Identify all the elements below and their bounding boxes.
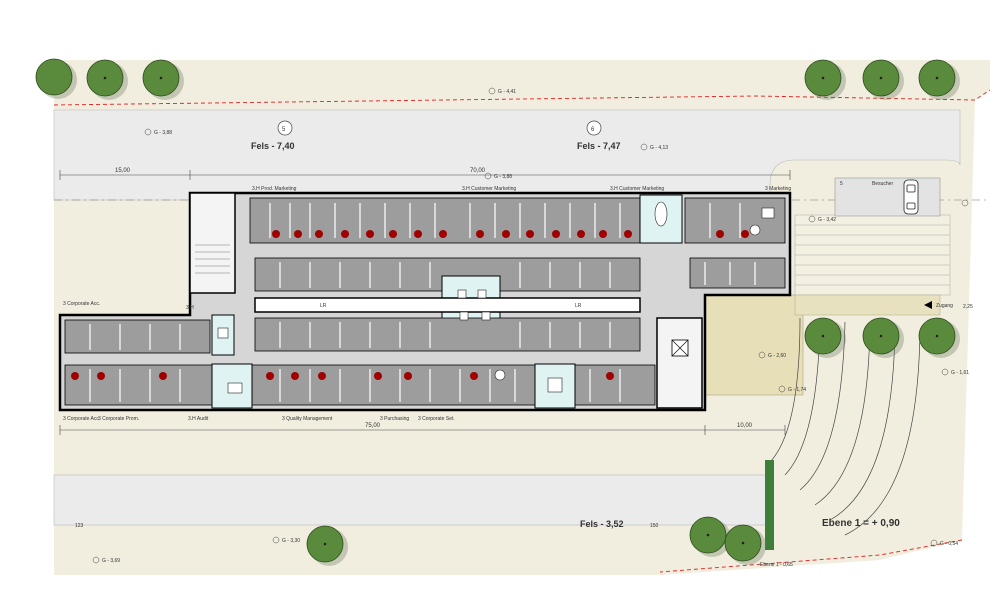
tree-icon: [804, 317, 846, 358]
dept-label-side: 3 H: [186, 305, 194, 311]
dept-label-top: 3 Marketing: [765, 186, 791, 192]
elev-right-entry: 2,25: [963, 304, 973, 310]
elev-right-mid: G - 3,42: [818, 217, 836, 223]
section-marker-5-label: 5: [282, 127, 286, 133]
terrace: [697, 294, 804, 396]
elev-top-center: G - 4,41: [498, 89, 516, 95]
elev-bottom-num-left: 123: [75, 523, 84, 529]
car-icon: [903, 179, 919, 215]
dim-bottom-right: 10,00: [737, 423, 753, 429]
tree-icon: [724, 524, 766, 565]
elev-bottom-left: G - 3,69: [102, 558, 120, 564]
tree-icon: [306, 525, 348, 566]
elev-top-left: G - 3,88: [154, 130, 172, 136]
terrain-contours: [769, 317, 921, 536]
elev-right-a: G - 2,60: [768, 353, 786, 359]
elev-right-top: G - 4,13: [650, 145, 668, 151]
tree-icon: [862, 59, 904, 100]
tree-icon: [35, 58, 77, 99]
section-marker-6-label: 6: [591, 127, 595, 133]
visitor-parking: [834, 177, 941, 217]
elev-mid-center: G - 3,88: [494, 174, 512, 180]
entrance-stairs: [794, 214, 951, 296]
corridor-label: LR: [575, 303, 582, 309]
dim-top-total: 70,00: [470, 168, 486, 174]
tree-icon: [862, 317, 904, 358]
elev-right-b: G - 1,74: [788, 387, 806, 393]
corridor-label: LR: [320, 303, 327, 309]
dept-label-top: 3.H Prod. Marketing: [252, 186, 297, 192]
chairs-top: [272, 230, 749, 238]
dept-label-bottom: 3.H Audit: [188, 416, 209, 422]
left-edge-white: [0, 0, 54, 610]
tree-icon: [86, 59, 128, 100]
elev-right-c: G - 1,61: [951, 370, 969, 376]
office-row-top-right: [684, 197, 786, 244]
elev-bottom-num-right: 150: [650, 523, 659, 529]
elevation-markers: [92, 87, 969, 564]
dept-label-bottom: 3 Corporate Prom.: [98, 416, 139, 422]
stair-core-left: [189, 192, 236, 294]
dept-label-bottom: 3 Quality Management: [282, 416, 333, 422]
light-corridor: [254, 297, 641, 313]
dim-top-left: 15,00: [115, 168, 131, 174]
trees: [35, 58, 960, 566]
office-row-mid-top-right: [689, 257, 786, 289]
fels-label-bottom: Fels - 3,52: [580, 519, 624, 529]
building: LR LR 3.H Prod. Marketing 3.H Customer M…: [58, 186, 791, 422]
fels-label-left: Fels - 7,40: [251, 141, 295, 151]
chairs-bottom: [71, 372, 614, 380]
section-marker-6: [586, 120, 602, 136]
property-line: [53, 89, 990, 573]
elev-bottom-mid: G - 3,30: [282, 538, 300, 544]
section-marker-5: [277, 120, 293, 136]
parking-number: 5: [840, 181, 843, 187]
hedge: [765, 460, 774, 550]
dept-label-bottom: 3 Corporate Set.: [418, 416, 455, 422]
tree-icon: [804, 59, 846, 100]
lower-road: [53, 474, 770, 526]
office-row-left-top: [64, 319, 211, 354]
dim-bottom-total: 75,00: [365, 423, 381, 429]
fels-label-right: Fels - 7,47: [577, 141, 621, 151]
dimension-lines: [59, 170, 791, 435]
bottom-small-label: Ebene 1 - 0,65: [760, 562, 793, 568]
elev-bottom-right: G - 0,54: [940, 541, 958, 547]
entry-path: [794, 294, 941, 316]
tree-icon: [142, 59, 184, 100]
parking-label: Besucher: [872, 181, 893, 187]
desk-partitions: [89, 203, 756, 402]
dept-label-left: 3 Corporate Acc.: [63, 301, 100, 307]
dept-label-bottom: 3 Purchasing: [380, 416, 409, 422]
level-label: Ebene 1 = + 0,90: [822, 518, 900, 529]
entrance-label: Zugang: [936, 303, 953, 309]
tree-icon: [918, 317, 960, 358]
office-row-mid-bottom: [254, 317, 641, 352]
dept-label-top: 3.H Customer Marketing: [462, 186, 516, 192]
dept-label-top: 3.H Customer Marketing: [610, 186, 664, 192]
tree-icon: [689, 516, 731, 557]
tree-icon: [918, 59, 960, 100]
meeting-tables: [217, 201, 775, 394]
stair-core-right: [656, 317, 703, 409]
dept-label-bottom: 3 Corporate Acc.: [63, 416, 100, 422]
entrance-arrow-icon: [924, 301, 932, 309]
